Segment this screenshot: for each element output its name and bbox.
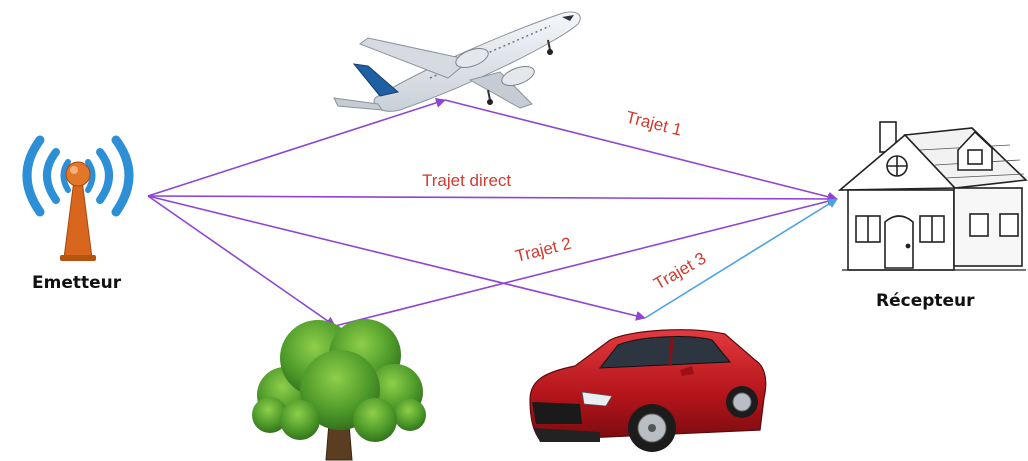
car-icon — [529, 329, 767, 452]
label-path-3: Trajet 3 — [651, 249, 710, 294]
rays — [147, 98, 838, 327]
ray-emitter-airplane — [147, 98, 446, 197]
ray-tree-receiver — [334, 196, 838, 327]
receiver-label: Récepteur — [876, 291, 975, 311]
label-path-2: Trajet 2 — [513, 234, 573, 266]
emitter-label: Emetteur — [32, 273, 122, 293]
antenna-icon — [22, 135, 134, 261]
tree-icon — [252, 319, 426, 461]
ray-direct — [147, 193, 838, 204]
ray-emitter-tree — [147, 195, 336, 327]
label-path-1: Trajet 1 — [624, 107, 684, 139]
airplane-icon — [333, 11, 581, 112]
house-icon — [837, 121, 1028, 271]
label-path-direct: Trajet direct — [422, 171, 511, 190]
ray-emitter-car — [147, 195, 646, 321]
ray-airplane-receiver — [444, 99, 838, 202]
ray-car-receiver — [644, 198, 838, 319]
